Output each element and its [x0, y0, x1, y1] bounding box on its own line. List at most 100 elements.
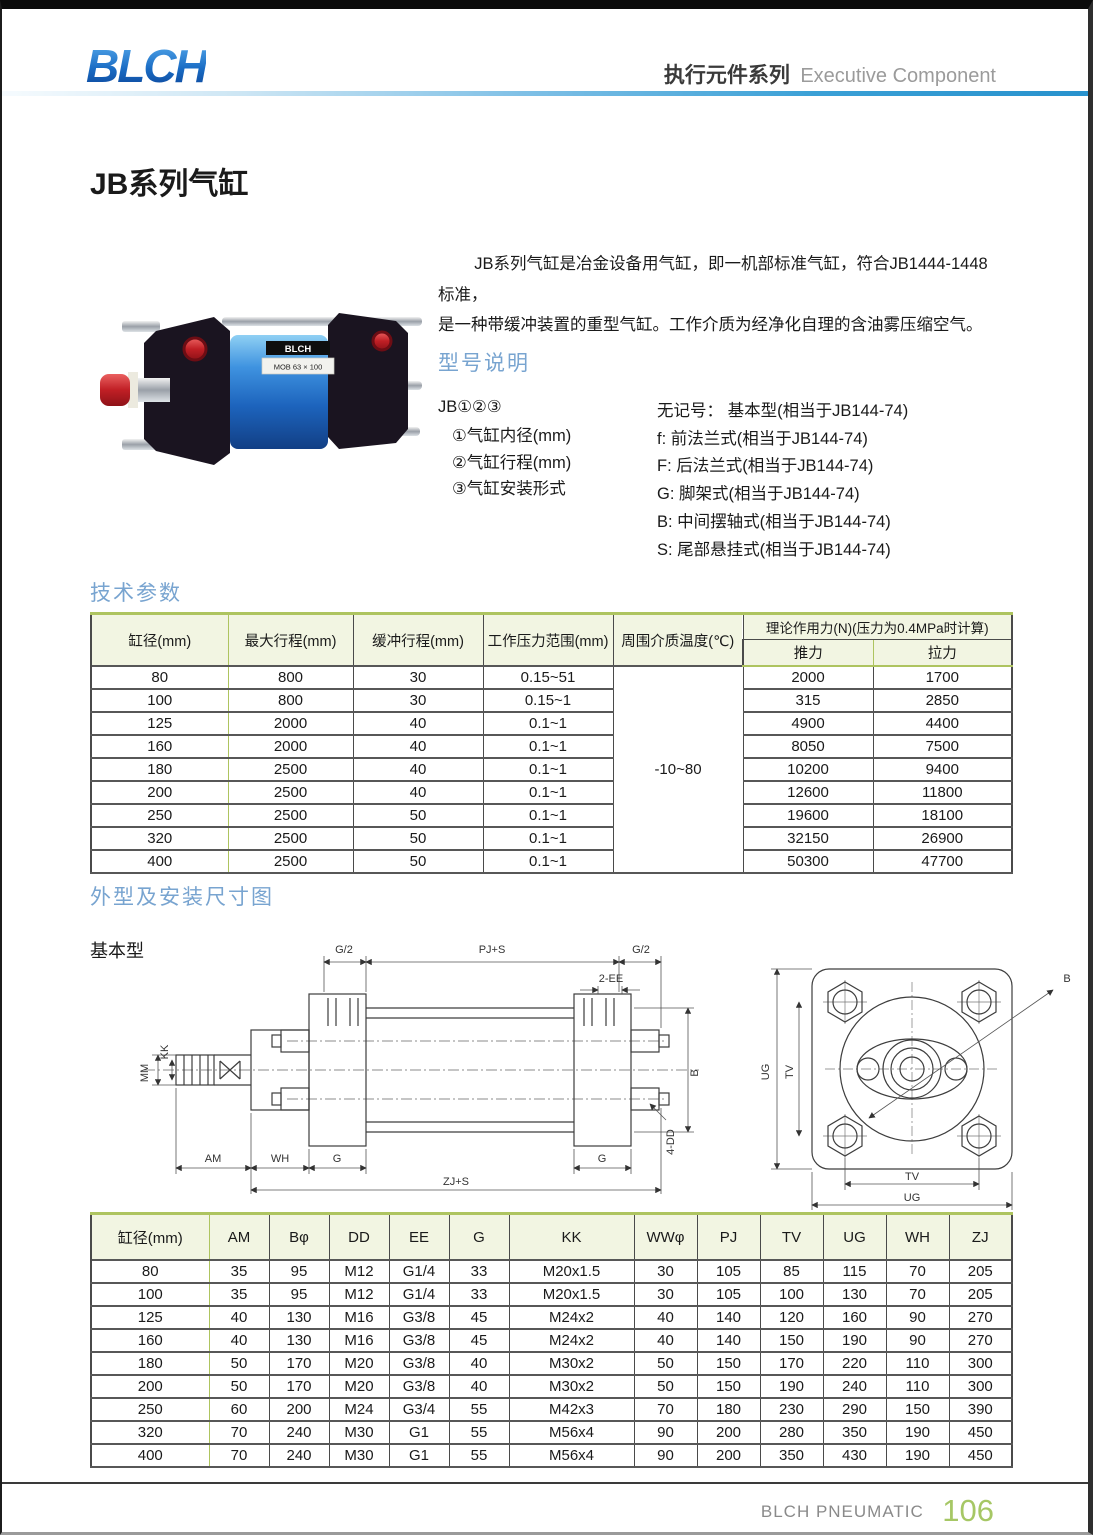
table-cell: 0.1~1: [482, 711, 614, 736]
model-code-item: ①气缸内径(mm): [452, 427, 572, 445]
mount-option: S: 尾部悬挂式(相当于JB144-74): [657, 540, 891, 559]
table-cell: 2500: [227, 803, 354, 828]
table-cell: 200: [268, 1397, 330, 1422]
table-cell: 130: [268, 1305, 330, 1330]
table-cell: 2850: [872, 688, 1014, 713]
table-cell: 7500: [872, 734, 1014, 759]
column-header: PJ: [696, 1212, 761, 1261]
table-cell: 0.15~1: [482, 688, 614, 713]
table-cell: 2500: [227, 757, 354, 782]
series-title-cn: 执行元件系列: [663, 64, 790, 87]
table-cell: M24x2: [508, 1305, 635, 1330]
table-cell: 180: [90, 1351, 210, 1376]
table-cell: 150: [696, 1351, 761, 1376]
table-cell: 90: [633, 1420, 698, 1445]
table-cell: 30: [352, 665, 484, 690]
table-cell: G1: [388, 1443, 450, 1468]
table-cell: 45: [448, 1328, 510, 1353]
dimension-label: MM: [139, 1064, 151, 1082]
table-cell: 2000: [227, 711, 354, 736]
table-cell: 250: [90, 1397, 210, 1422]
tech-params-table: 缸径(mm) 最大行程(mm) 缓冲行程(mm) 工作压力范围(mm) 周围介质…: [90, 612, 1014, 874]
dimension-label: AM: [205, 1153, 222, 1165]
table-cell: G3/8: [388, 1328, 450, 1353]
table-cell: 12600: [742, 780, 874, 805]
table-cell: 200: [90, 1374, 210, 1399]
table-cell: 40: [633, 1305, 698, 1330]
table-cell: 40: [352, 734, 484, 759]
table-cell: 9400: [872, 757, 1014, 782]
dimension-label: TV: [905, 1171, 920, 1183]
column-header: WH: [885, 1212, 950, 1261]
table-cell: 115: [822, 1259, 887, 1284]
mount-options-list: 无记号： 基本型(相当于JB144-74) f: 前法兰式(相当于JB144-7…: [657, 398, 908, 564]
table-cell: 50: [208, 1374, 270, 1399]
table-cell: 250: [90, 803, 229, 828]
cylinder-photo-graphic: BLCH MOB 63 × 100: [100, 313, 422, 465]
tech-params-heading: 技术参数: [90, 582, 182, 605]
dimension-label: PJ+S: [479, 944, 506, 956]
series-title-en: Executive Component: [800, 65, 996, 87]
table-cell: 30: [633, 1259, 698, 1284]
table-cell: 95: [268, 1282, 330, 1307]
table-cell: 50: [352, 803, 484, 828]
variant-label: 基本型: [90, 941, 144, 961]
table-cell: 110: [885, 1351, 950, 1376]
table-cell: 160: [90, 1328, 210, 1353]
table-cell: M20x1.5: [508, 1259, 635, 1284]
table-cell: 90: [885, 1328, 950, 1353]
dimension-label: G: [598, 1153, 607, 1165]
column-header: 工作压力范围(mm): [482, 612, 614, 667]
table-cell: M30x2: [508, 1374, 635, 1399]
temp-range-cell: -10~80: [612, 665, 744, 874]
footer-brand: BLCH PNEUMATIC: [760, 1502, 924, 1521]
table-cell: 205: [948, 1282, 1013, 1307]
model-section-heading: 型号说明: [438, 352, 530, 375]
page-number: 106: [942, 1493, 994, 1528]
table-cell: 430: [822, 1443, 887, 1468]
table-cell: 200: [696, 1443, 761, 1468]
table-cell: 320: [90, 826, 229, 851]
table-cell: 160: [90, 734, 229, 759]
table-cell: 125: [90, 711, 229, 736]
table-cell: 140: [696, 1328, 761, 1353]
table-cell: 32150: [742, 826, 874, 851]
table-cell: 35: [208, 1282, 270, 1307]
table-cell: 70: [208, 1443, 270, 1468]
table-cell: 40: [208, 1305, 270, 1330]
table-cell: 30: [633, 1282, 698, 1307]
end-view-graphic: UG TV TV UG B: [760, 968, 1071, 1210]
table-cell: 105: [696, 1259, 761, 1284]
table-cell: 205: [948, 1259, 1013, 1284]
table-cell: 240: [268, 1443, 330, 1468]
table-cell: 160: [822, 1305, 887, 1330]
table-cell: G3/8: [388, 1374, 450, 1399]
table-cell: M20x1.5: [508, 1282, 635, 1307]
column-header: Bφ: [268, 1212, 330, 1261]
table-cell: 80: [90, 665, 229, 690]
table-cell: 125: [90, 1305, 210, 1330]
mount-option: f: 前法兰式(相当于JB144-74): [657, 429, 868, 448]
table-cell: 400: [90, 1443, 210, 1468]
table-cell: 80: [90, 1259, 210, 1284]
table-cell: 40: [448, 1374, 510, 1399]
table-cell: M20: [328, 1374, 390, 1399]
mount-option: G: 脚架式(相当于JB144-74): [657, 485, 860, 504]
table-cell: 190: [885, 1443, 950, 1468]
table-cell: M30: [328, 1420, 390, 1445]
table-cell: 33: [448, 1282, 510, 1307]
table-cell: 40: [352, 711, 484, 736]
table-cell: 50300: [742, 849, 874, 874]
table-cell: 300: [948, 1374, 1013, 1399]
table-cell: G1/4: [388, 1259, 450, 1284]
dimension-label: 2-EE: [599, 973, 623, 985]
table-cell: 150: [696, 1374, 761, 1399]
